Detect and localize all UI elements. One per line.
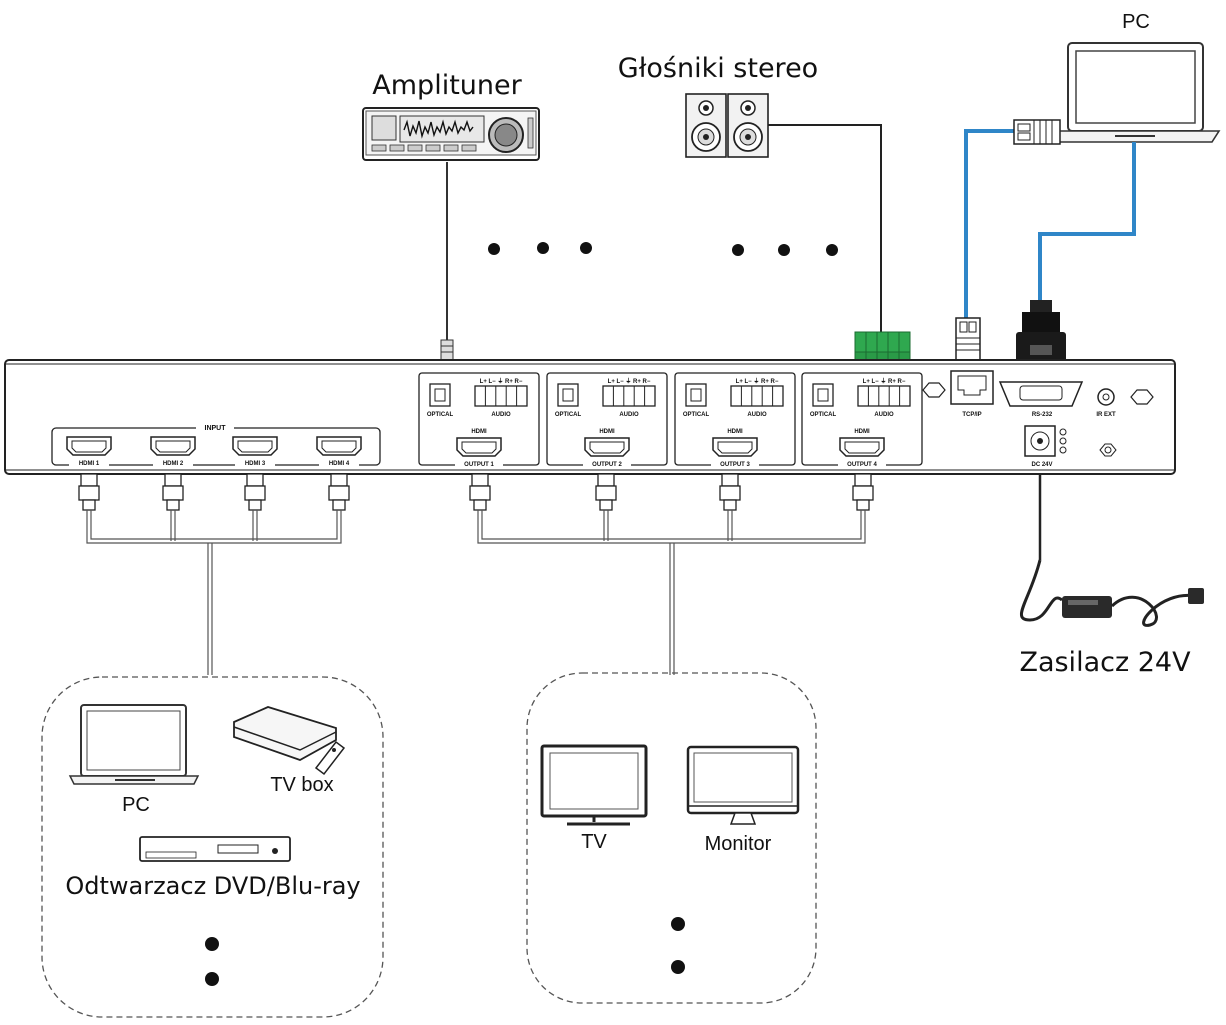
audio-label: AUDIO [491, 412, 511, 418]
audio-terminal-icon [474, 385, 528, 407]
displays-group [526, 672, 817, 1004]
output-group-3: OPTICAL L+ L− ⏚ R+ R− AUDIO HDMI OUTPUT 3 [674, 372, 796, 468]
optical-label: OPTICAL [427, 412, 454, 418]
hdmi-plug-icon [244, 473, 266, 511]
output-label: OUTPUT 3 [720, 462, 750, 468]
input-group: INPUT [51, 423, 381, 466]
more-indicator [671, 960, 685, 974]
amplituner-icon [362, 107, 540, 161]
hdmi-output-port-icon [456, 437, 502, 457]
ground-screw-icon [1099, 443, 1117, 457]
more-indicator [488, 242, 838, 256]
output-group-2: OPTICAL L+ L− ⏚ R+ R− AUDIO HDMI OUTPUT 2 [546, 372, 668, 468]
hdmi-output-port-icon [584, 437, 630, 457]
irext-label: IR EXT [1096, 412, 1116, 418]
optical-label: OPTICAL [683, 412, 710, 418]
output-label: OUTPUT 1 [464, 462, 494, 468]
output-label: OUTPUT 2 [592, 462, 622, 468]
zasilacz-label: Zasilacz 24V [1019, 647, 1191, 678]
audio-terminal-icon [857, 385, 911, 407]
hdmi-input-port-icon [232, 436, 278, 456]
power-adapter-icon [1019, 559, 1204, 627]
audio-label: AUDIO [747, 412, 767, 418]
mounting-screw-icon [1130, 389, 1154, 405]
optical-label: OPTICAL [555, 412, 582, 418]
tv-box-label: TV box [270, 774, 333, 796]
more-indicator [205, 972, 219, 986]
hdmi-output-port-icon [712, 437, 758, 457]
hdmi-plug-icon [162, 473, 184, 511]
hdmi-label: HDMI [471, 429, 487, 435]
input-title: INPUT [205, 425, 227, 432]
tcpip-label: TCP/IP [962, 412, 981, 418]
hdmi-plug-icon [328, 473, 350, 511]
hdmi-label: HDMI [727, 429, 743, 435]
tv-icon [540, 744, 648, 826]
optical-label: OPTICAL [810, 412, 837, 418]
audio-terminal-icon [730, 385, 784, 407]
optical-plug-icon [440, 339, 454, 363]
dvd-player-icon [139, 836, 291, 862]
input-bus [86, 510, 342, 675]
laptop-icon [1050, 42, 1221, 143]
sources-group [41, 676, 384, 1018]
monitor-icon [686, 745, 800, 825]
pc-top-label: PC [1122, 11, 1150, 33]
output-label: OUTPUT 4 [847, 462, 877, 468]
dvd-label: Odtwarzacz DVD/Blu-ray [65, 872, 360, 900]
speakers-icon [685, 93, 769, 158]
hdmi-label: HDMI [599, 429, 615, 435]
tv-label: TV [581, 831, 607, 853]
serial-cable [1038, 142, 1136, 300]
hdmi-input-port-icon [66, 436, 112, 456]
hdmi-plug-icon [852, 473, 874, 511]
hdmi-plug-icon [595, 473, 617, 511]
more-indicator [205, 937, 219, 951]
audio-label: AUDIO [874, 412, 894, 418]
hdmi-input-label: HDMI 3 [245, 461, 266, 467]
hdmi-input-label: HDMI 4 [329, 461, 350, 467]
monitor-label: Monitor [705, 833, 772, 855]
rs232-label: RS-232 [1032, 412, 1053, 418]
speaker-cable [768, 124, 882, 335]
hdmi-input-label: HDMI 2 [163, 461, 184, 467]
audio-terminal-icon [602, 385, 656, 407]
hdmi-input-port-icon [316, 436, 362, 456]
mounting-screw-icon [922, 382, 946, 398]
output-bus [477, 510, 866, 675]
pc-source-label: PC [122, 794, 150, 816]
matrix-rear-panel [4, 359, 1176, 475]
speakers-label: Głośniki stereo [618, 53, 818, 84]
hdmi-output-port-icon [839, 437, 885, 457]
output-group-1: OPTICAL L+ L− ⏚ R+ R− AUDIO HDMI OUTPUT 1 [418, 372, 540, 468]
db9-plug-icon [1016, 300, 1066, 368]
audio-label: AUDIO [619, 412, 639, 418]
more-indicator [671, 917, 685, 931]
audio-pin-labels: L+ L− ⏚ R+ R− [480, 378, 523, 385]
hdmi-input-port-icon [150, 436, 196, 456]
network-cable [964, 129, 1060, 318]
amplituner-label: Amplituner [372, 70, 522, 101]
hdmi-label: HDMI [854, 429, 870, 435]
tv-box-icon [233, 706, 346, 776]
hdmi-plug-icon [78, 473, 100, 511]
hdmi-input-label: HDMI 1 [79, 461, 100, 467]
audio-pin-labels: L+ L− ⏚ R+ R− [608, 378, 651, 385]
control-section: TCP/IP RS-232 IR EXT DC 24V [922, 370, 1154, 468]
laptop-source-icon [68, 704, 200, 785]
hdmi-plug-icon [469, 473, 491, 511]
hdmi-plug-icon [719, 473, 741, 511]
dc-label: DC 24V [1031, 462, 1052, 468]
output-group-4: OPTICAL L+ L− ⏚ R+ R− AUDIO HDMI OUTPUT 4 [801, 372, 923, 468]
audio-pin-labels: L+ L− ⏚ R+ R− [736, 378, 779, 385]
audio-pin-labels: L+ L− ⏚ R+ R− [863, 378, 906, 385]
